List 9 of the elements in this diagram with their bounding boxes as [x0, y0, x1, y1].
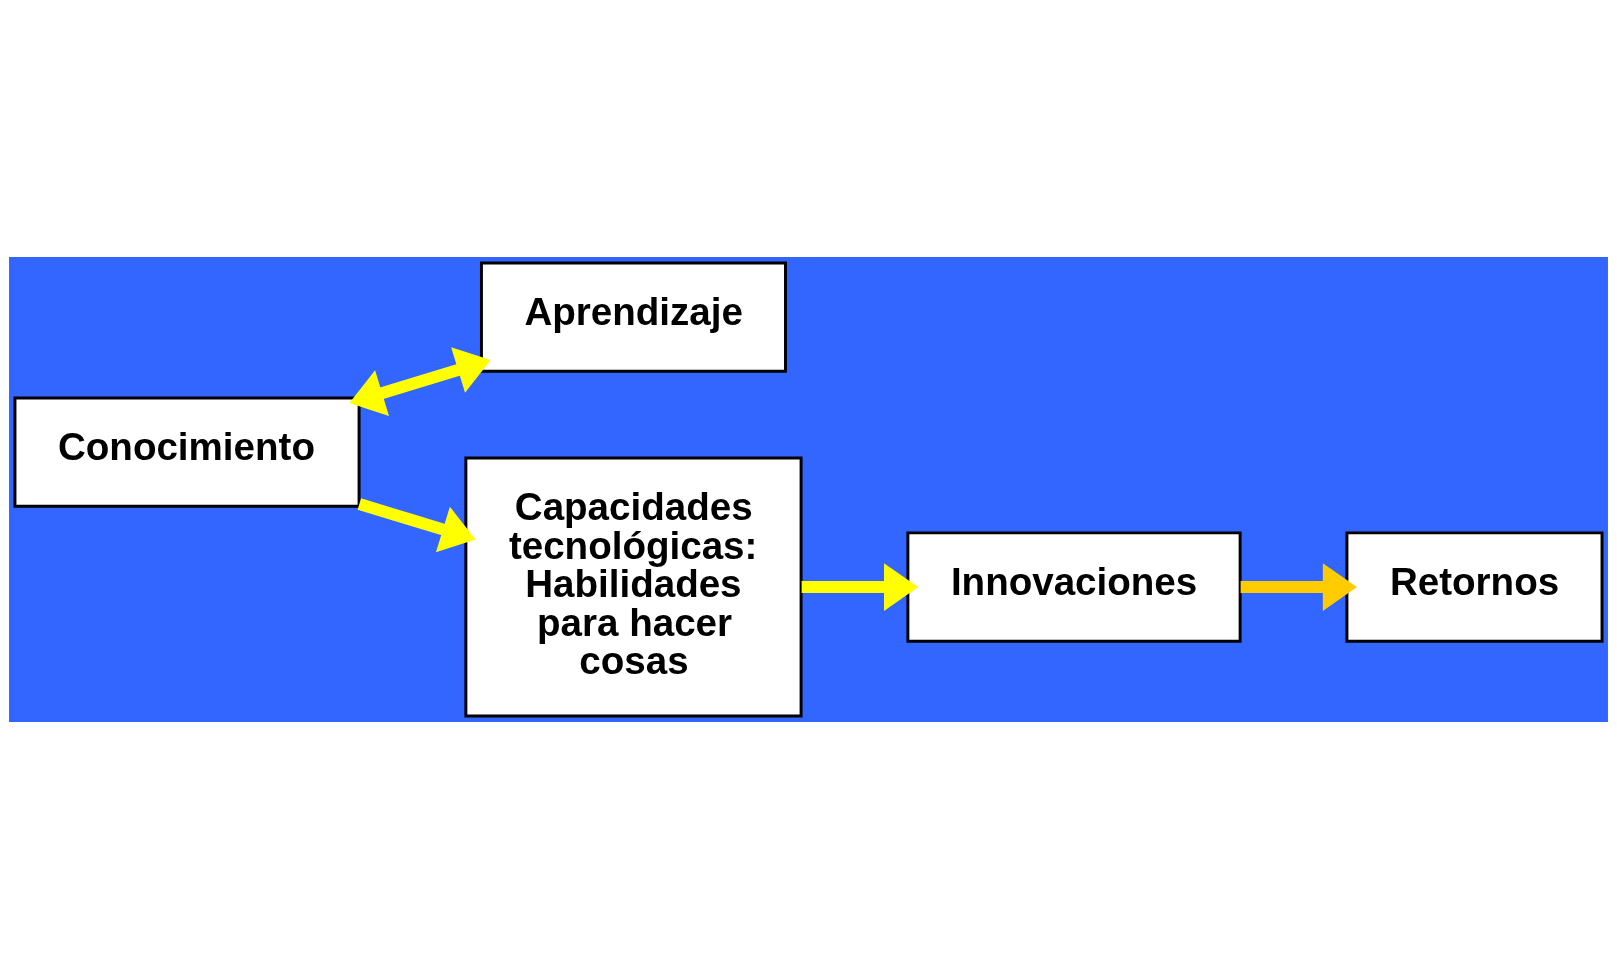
- node-box: Aprendizaje: [479, 261, 787, 373]
- arrow: [801, 563, 919, 611]
- node-box: Conocimiento: [13, 396, 361, 508]
- node-box: Retornos: [1345, 531, 1604, 643]
- node-box: Innovaciones: [906, 531, 1242, 643]
- arrow: [349, 347, 491, 416]
- arrow: [1240, 563, 1357, 611]
- arrow: [357, 498, 476, 553]
- node-box: Capacidades tecnológicas: Habilidades para hacer cosas: [464, 456, 803, 718]
